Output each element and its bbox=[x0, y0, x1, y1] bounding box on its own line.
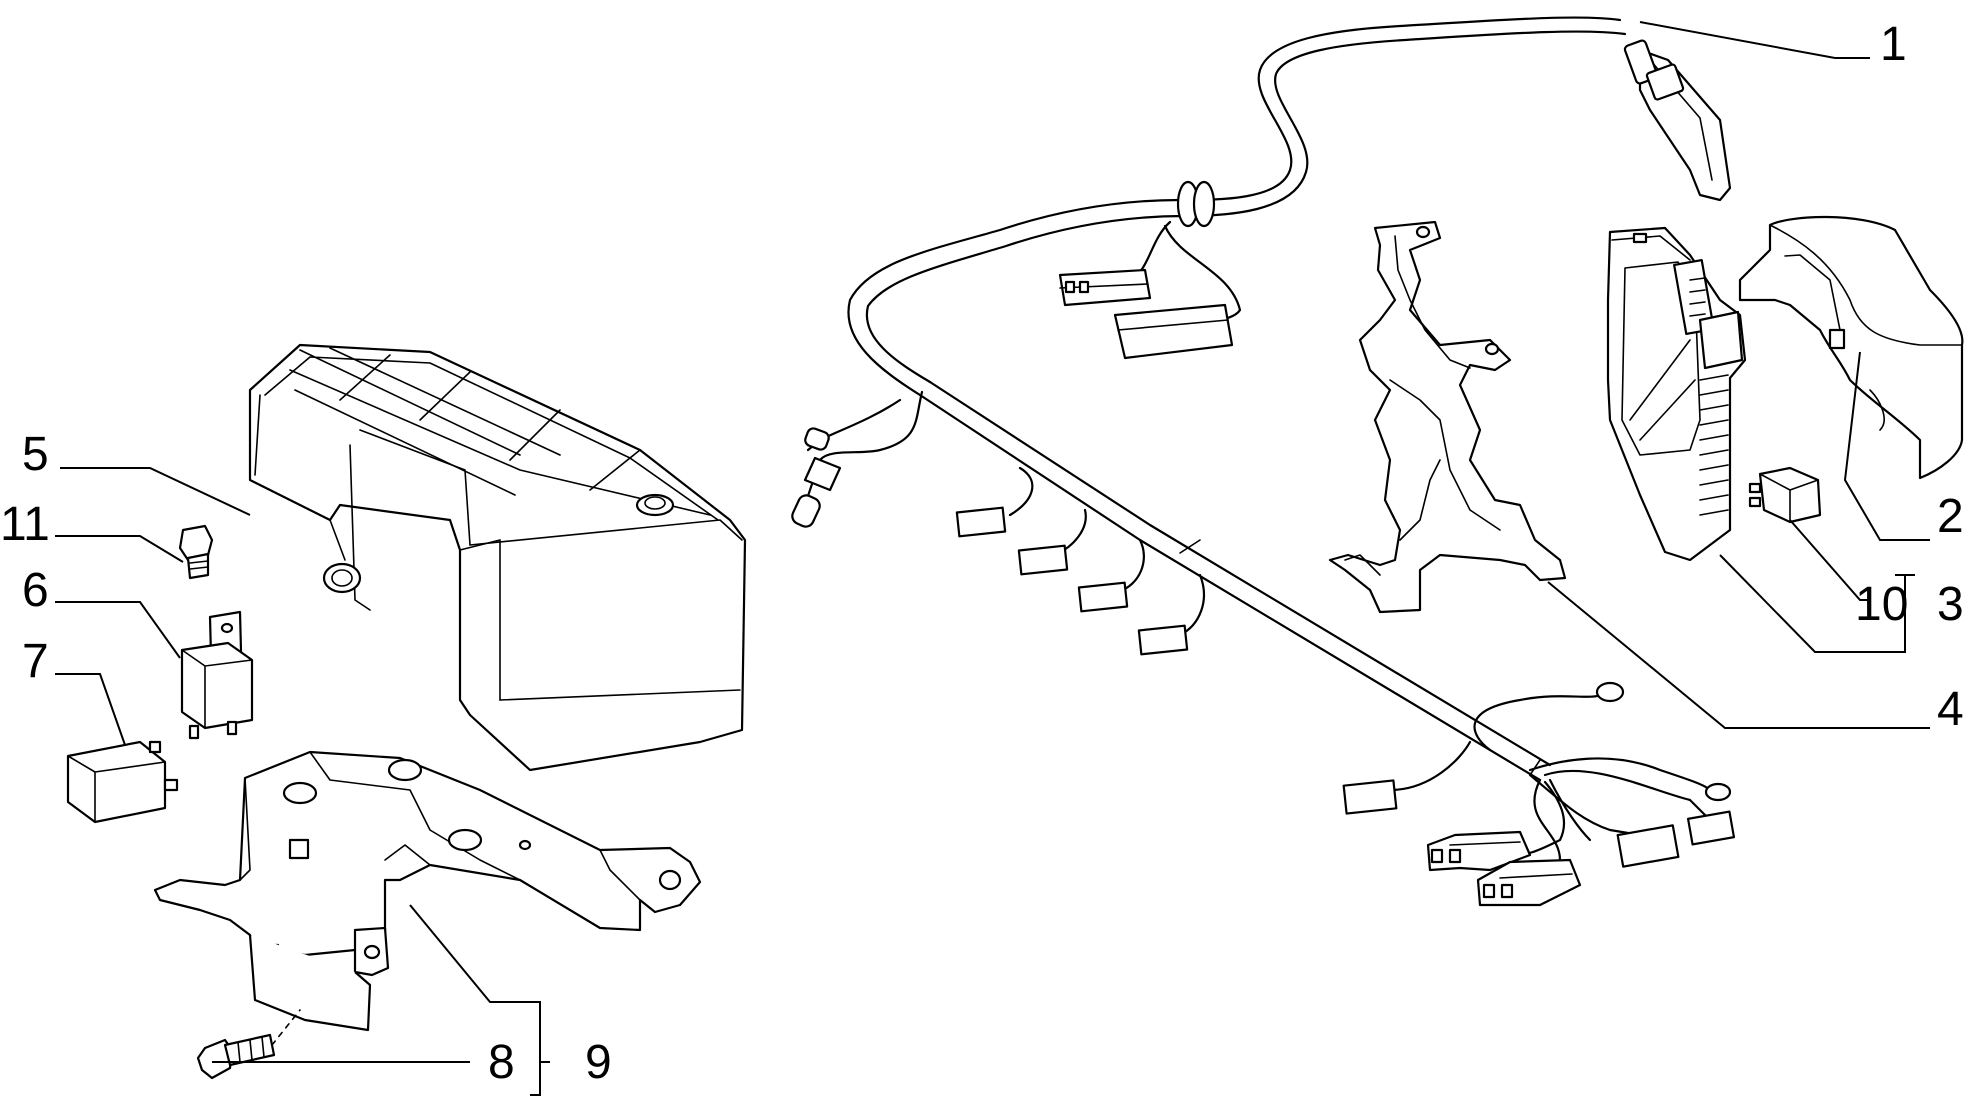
callout-9: 9 bbox=[585, 1036, 612, 1089]
callout-labels: 1 2 3 10 4 5 11 6 7 8 9 bbox=[0, 18, 1964, 1089]
relay-6 bbox=[180, 610, 254, 740]
branch-connector-b bbox=[1113, 303, 1234, 360]
small-relay-10 bbox=[1748, 466, 1822, 524]
ecu-control-unit bbox=[1606, 226, 1747, 562]
ecu-cover bbox=[1738, 215, 1964, 480]
callout-4: 4 bbox=[1937, 683, 1964, 736]
callout-3: 3 bbox=[1937, 578, 1964, 631]
harness-main-cable bbox=[847, 16, 1622, 397]
callout-6: 6 bbox=[22, 564, 49, 617]
battery-cover bbox=[248, 343, 747, 772]
ecu-bracket bbox=[1328, 220, 1567, 614]
branch-connector-c bbox=[955, 506, 1007, 538]
branch-connector-a bbox=[1058, 268, 1152, 307]
leader-2 bbox=[1843, 351, 1930, 541]
leader-4 bbox=[1547, 581, 1930, 729]
branch-round-connector bbox=[803, 456, 842, 492]
leader-9 bbox=[409, 904, 550, 1096]
bolt bbox=[196, 1009, 301, 1080]
leader-7 bbox=[55, 673, 126, 746]
callout-5: 5 bbox=[22, 428, 49, 481]
callout-10: 10 bbox=[1855, 578, 1908, 631]
branch-connector-d bbox=[1342, 779, 1398, 815]
wiring-harness bbox=[791, 16, 1736, 907]
leader-11 bbox=[55, 535, 184, 563]
leader-10 bbox=[1789, 519, 1870, 601]
callout-2: 2 bbox=[1937, 490, 1964, 543]
relay-7 bbox=[66, 740, 179, 824]
mounting-bracket bbox=[153, 750, 702, 1032]
callout-11: 11 bbox=[0, 498, 50, 551]
leader-6 bbox=[55, 601, 181, 659]
leader-5 bbox=[60, 467, 251, 516]
leader-bracket-3 bbox=[1895, 574, 1906, 653]
plug-11 bbox=[178, 524, 214, 580]
leader-lines bbox=[55, 21, 1930, 1096]
callout-7: 7 bbox=[22, 635, 49, 688]
leader-1 bbox=[1639, 21, 1870, 59]
callout-8: 8 bbox=[488, 1036, 515, 1089]
callout-1: 1 bbox=[1880, 18, 1907, 71]
